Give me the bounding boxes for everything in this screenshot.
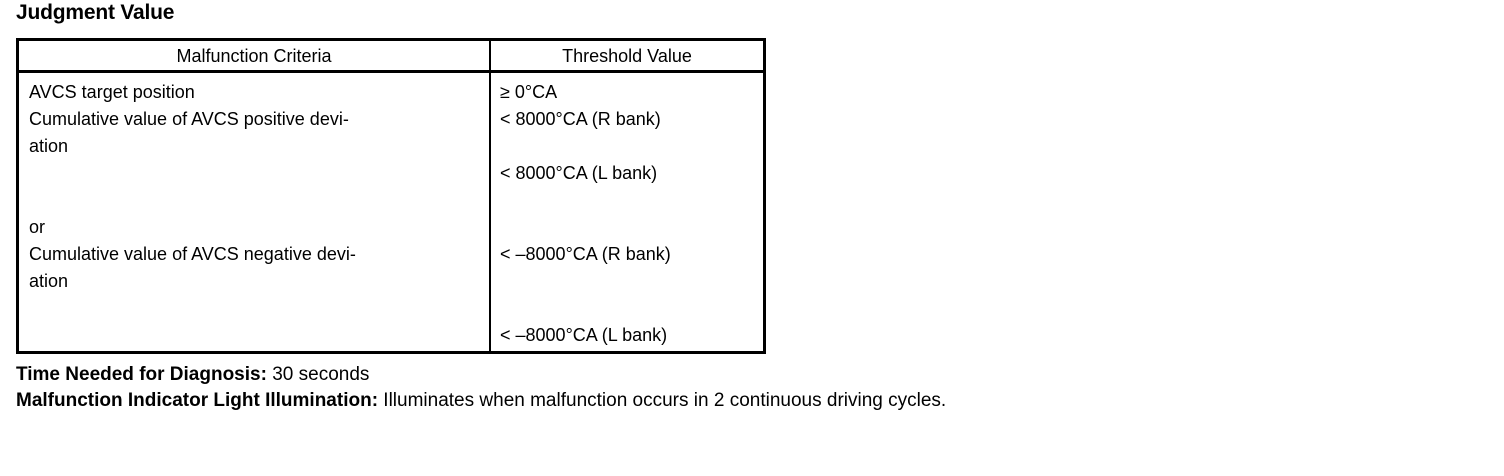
table-body: AVCS target position Cumulative value of… [19,73,763,351]
column-header-malfunction-criteria: Malfunction Criteria [19,41,491,70]
time-needed-label: Time Needed for Diagnosis: [16,364,267,385]
threshold-line: < –8000°CA (R bank) [500,244,671,264]
threshold-line-spacer [500,268,757,295]
threshold-line-spacer [500,187,757,214]
threshold-line: < –8000°CA (L bank) [500,325,668,345]
cell-threshold-value: ≥ 0°CA < 8000°CA (R bank) < 8000°CA (L b… [491,73,763,351]
column-header-threshold-value: Threshold Value [562,45,692,66]
table-header-row: Malfunction Criteria Threshold Value [19,41,763,73]
threshold-line-spacer [500,295,757,322]
mil-illumination-value: Illuminates when malfunction occurs in 2… [378,390,947,411]
page-title: Judgment Value [16,1,175,24]
criteria-line-spacer [29,322,483,349]
criteria-line: ation [29,136,69,156]
threshold-line: ≥ 0°CA [500,82,558,102]
threshold-line: < 8000°CA (L bank) [500,163,658,183]
criteria-line-spacer [29,187,483,214]
criteria-line: Cumulative value of AVCS positive devi- [29,109,349,129]
judgment-value-table: Malfunction Criteria Threshold Value AVC… [16,38,766,354]
criteria-line-spacer [29,160,483,187]
time-needed-for-diagnosis-line: Time Needed for Diagnosis: 30 seconds [16,362,1496,388]
criteria-line: or [29,217,46,237]
cell-malfunction-criteria: AVCS target position Cumulative value of… [19,73,491,351]
criteria-line: AVCS target position [29,82,195,102]
criteria-line-spacer [29,295,483,322]
malfunction-indicator-light-line: Malfunction Indicator Light Illumination… [16,388,1496,414]
criteria-line: Cumulative value of AVCS negative devi- [29,244,356,264]
threshold-line-spacer [500,214,757,241]
time-needed-value: 30 seconds [266,364,370,385]
threshold-line: < 8000°CA (R bank) [500,109,661,129]
threshold-line-spacer [500,133,757,160]
mil-illumination-label: Malfunction Indicator Light Illumination… [16,390,379,411]
criteria-line: ation [29,271,69,291]
footer-notes: Time Needed for Diagnosis: 30 seconds Ma… [16,362,1496,414]
